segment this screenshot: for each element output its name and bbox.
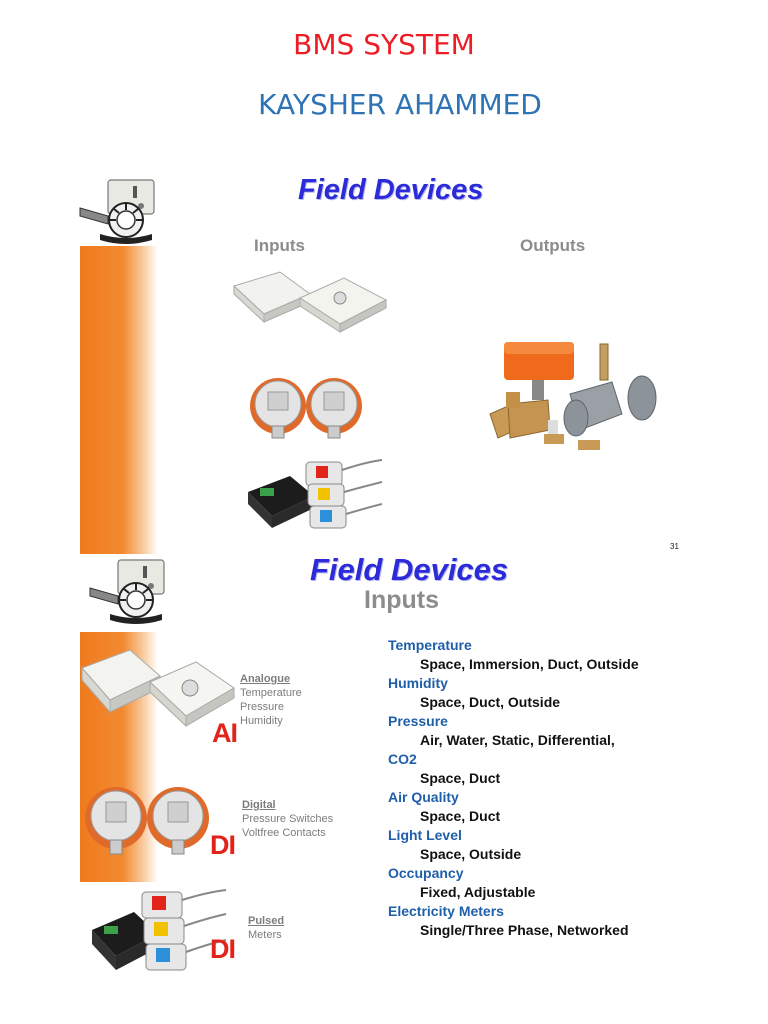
category-detail: Space, Duct, Outside xyxy=(420,694,561,710)
category-name: Light Level xyxy=(388,827,462,843)
wall-sensor-icon xyxy=(233,271,388,333)
sensor-logo-icon xyxy=(79,179,155,244)
ai-code: AI xyxy=(212,718,238,748)
category-detail: Single/Three Phase, Networked xyxy=(420,922,629,938)
valve-actuator-icon xyxy=(489,342,657,450)
wall-sensor-icon xyxy=(81,649,235,728)
list-item: Air Quality Space, Duct xyxy=(388,788,688,826)
category-name: Humidity xyxy=(388,675,448,691)
list-item: Occupancy Fixed, Adjustable xyxy=(388,864,688,902)
page-number: 31 xyxy=(670,542,679,551)
list-item: Pressure Air, Water, Static, Differentia… xyxy=(388,712,688,750)
digital-label: Digital Pressure Switches Voltfree Conta… xyxy=(242,798,333,840)
inputs-subheading: Inputs xyxy=(364,586,439,614)
analogue-heading: Analogue xyxy=(240,673,291,685)
category-name: Occupancy xyxy=(388,865,464,881)
inputs-label: Inputs xyxy=(254,236,305,255)
digital-heading: Digital xyxy=(242,799,276,811)
current-meter-icon xyxy=(248,459,383,529)
analogue-line: Temperature xyxy=(240,687,302,699)
slide-2: Field Devices Inputs Analogue Temperatur… xyxy=(78,550,688,971)
slide-2-heading: Field Devices xyxy=(310,552,509,587)
category-name: Pressure xyxy=(388,713,448,729)
category-detail: Space, Duct xyxy=(420,808,501,824)
analogue-line: Humidity xyxy=(240,715,283,727)
document-title: BMS SYSTEM xyxy=(293,28,475,61)
accent-bar xyxy=(80,246,158,554)
analogue-label: Analogue Temperature Pressure Humidity xyxy=(240,672,302,728)
category-detail: Space, Outside xyxy=(420,846,522,862)
pressure-switch-icon xyxy=(85,787,209,855)
pulsed-label: Pulsed Meters xyxy=(248,914,284,942)
outputs-label: Outputs xyxy=(520,236,586,255)
category-name: Electricity Meters xyxy=(388,903,504,919)
category-name: Temperature xyxy=(388,637,472,653)
category-detail: Air, Water, Static, Differential, xyxy=(420,732,615,748)
slide-1-heading: Field Devices xyxy=(298,174,484,206)
category-detail: Space, Duct xyxy=(420,770,501,786)
pulsed-line: Meters xyxy=(248,929,282,941)
current-meter-icon xyxy=(92,889,227,971)
sensor-logo-icon xyxy=(89,559,165,624)
digital-line: Pressure Switches xyxy=(242,813,334,825)
category-detail: Space, Immersion, Duct, Outside xyxy=(420,656,639,672)
category-name: Air Quality xyxy=(388,789,459,805)
list-item: CO2 Space, Duct xyxy=(388,750,688,788)
list-item: Humidity Space, Duct, Outside xyxy=(388,674,688,712)
pressure-switch-icon xyxy=(250,378,362,439)
digital-line: Voltfree Contacts xyxy=(242,827,326,839)
pulsed-heading: Pulsed xyxy=(248,915,285,927)
list-item: Light Level Space, Outside xyxy=(388,826,688,864)
analogue-line: Pressure xyxy=(240,701,285,713)
document-author: KAYSHER AHAMMED xyxy=(258,88,542,121)
di-code-digital: DI xyxy=(210,830,236,860)
input-categories-list: Temperature Space, Immersion, Duct, Outs… xyxy=(388,636,688,940)
di-code-pulsed: DI xyxy=(210,934,236,964)
category-name: CO2 xyxy=(388,751,417,767)
list-item: Temperature Space, Immersion, Duct, Outs… xyxy=(388,636,688,674)
category-detail: Fixed, Adjustable xyxy=(420,884,536,900)
list-item: Electricity Meters Single/Three Phase, N… xyxy=(388,902,688,940)
slide-1: Field Devices Inputs Outputs xyxy=(78,170,688,554)
